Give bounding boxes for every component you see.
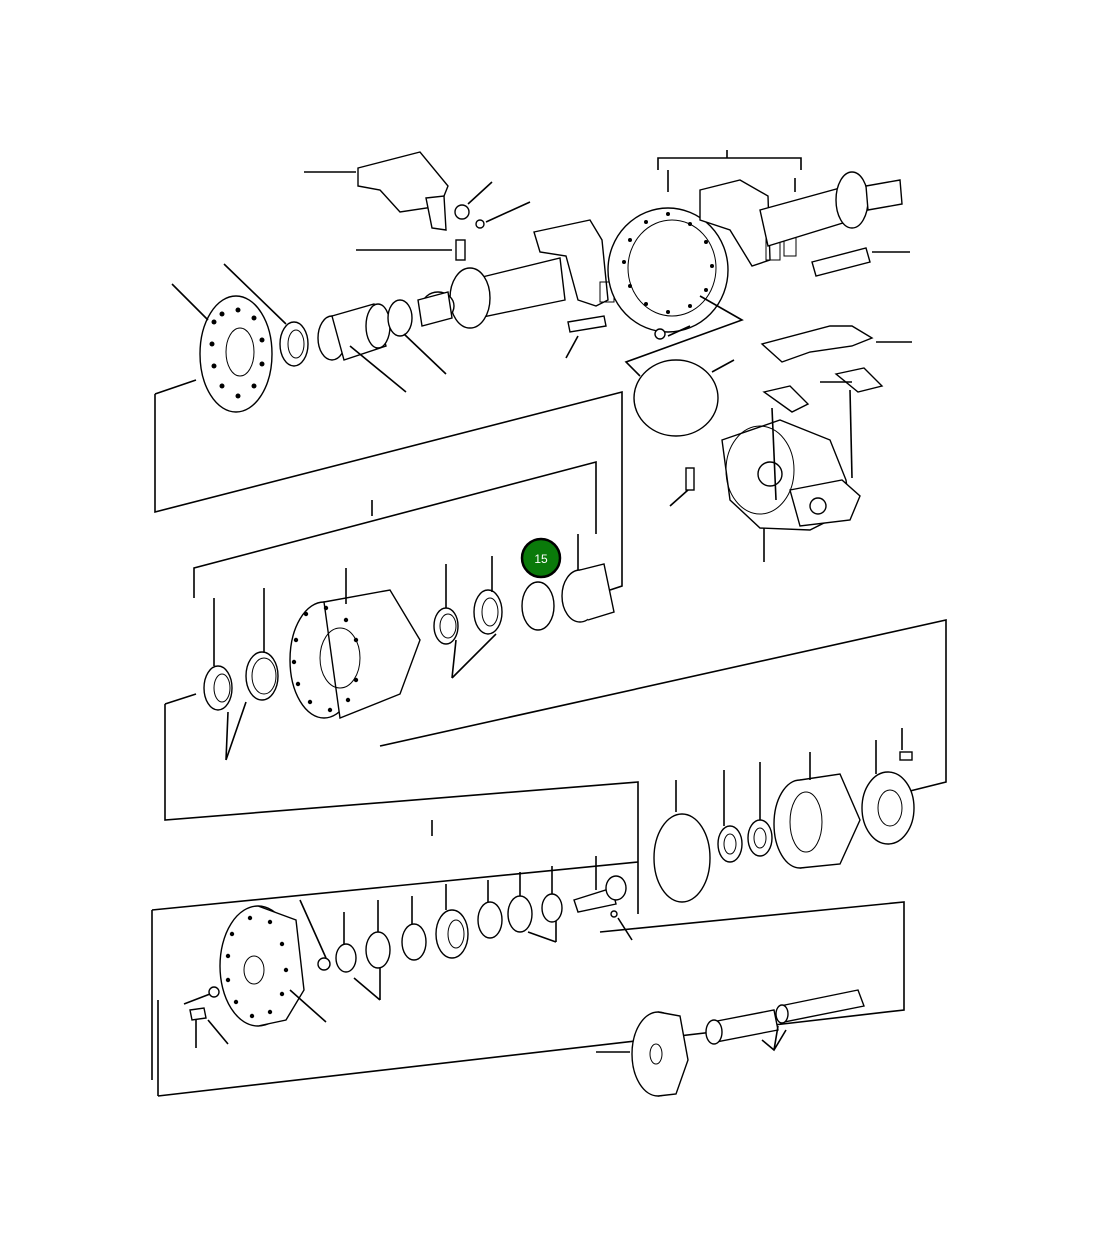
callout-15-marker[interactable]	[520, 537, 562, 579]
planet-carrier-group	[151, 856, 905, 1097]
callout-15[interactable]: 15	[520, 537, 562, 579]
wheel-hub-group	[164, 460, 947, 914]
callout-15-label[interactable]: 15	[534, 552, 548, 566]
ring-gear-group	[653, 728, 915, 903]
axle-housing-group	[154, 150, 912, 591]
